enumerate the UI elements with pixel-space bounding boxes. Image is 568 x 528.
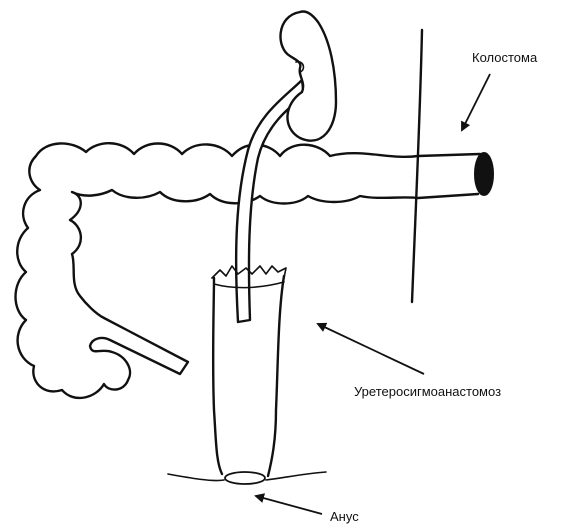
- anus-opening: [225, 472, 265, 484]
- label-colostomy: Колостома: [472, 50, 537, 65]
- arrow-ureterosigmoid: [318, 324, 424, 374]
- kidney: [281, 11, 336, 140]
- colostomy-stoma: [475, 153, 493, 195]
- label-ureterosigmoid: Уретеросигмоанастомоз: [354, 384, 501, 399]
- arrow-colostomy: [462, 74, 490, 130]
- abdominal-wall-line: [412, 30, 422, 302]
- label-anus: Анус: [330, 509, 359, 524]
- arrow-anus: [256, 496, 322, 514]
